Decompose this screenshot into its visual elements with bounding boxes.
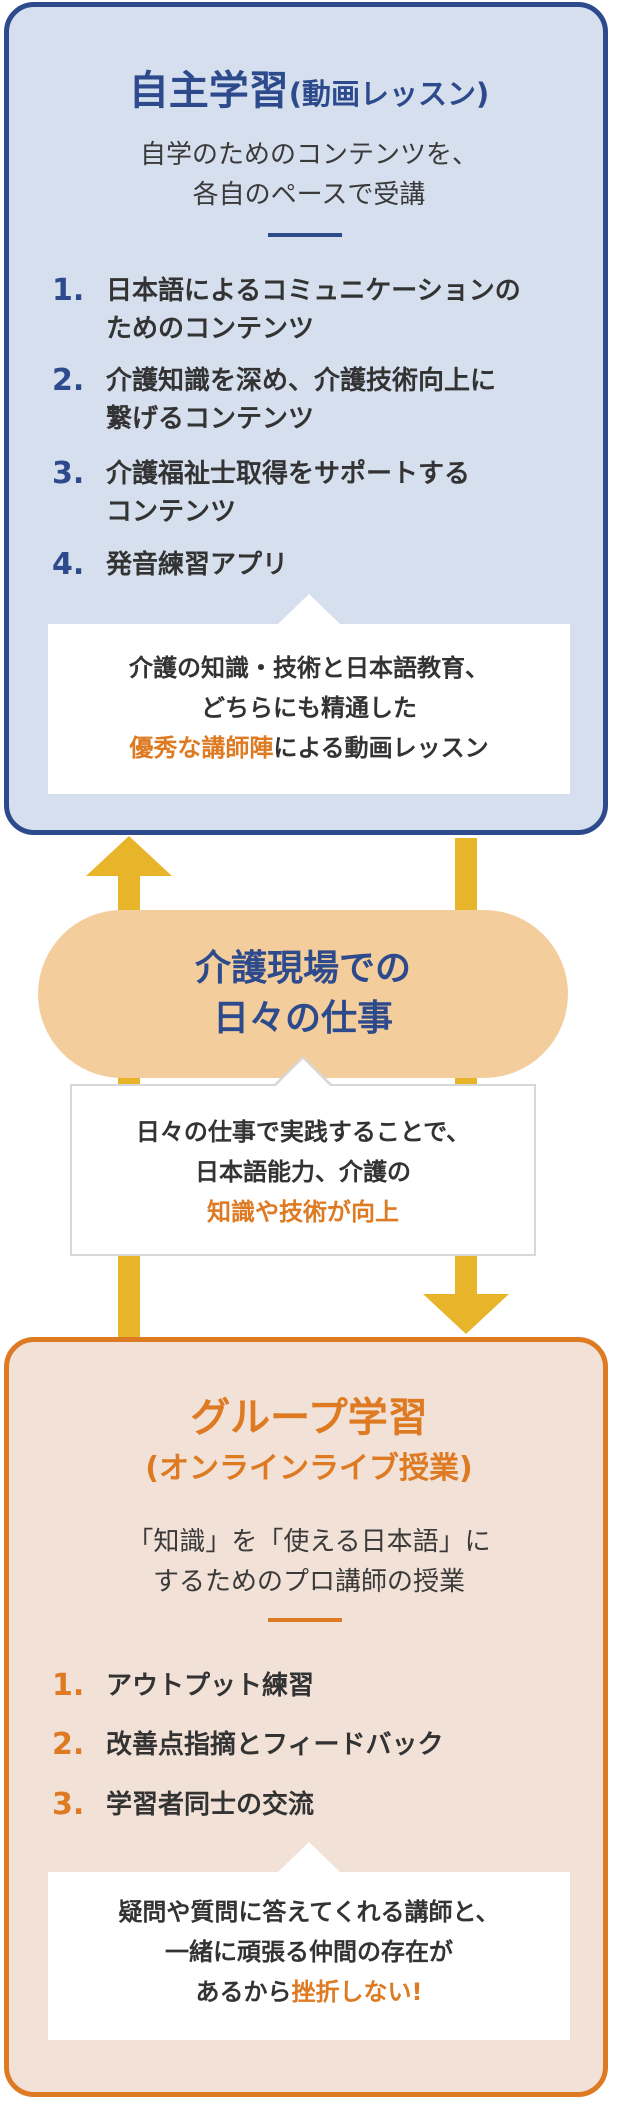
- self-study-callout: 介護の知識・技術と日本語教育、 どちらにも精通した 優秀な講師陣による動画レッス…: [48, 594, 570, 794]
- self-study-subtitle: 自学のためのコンテンツを、 各自のペースで受講: [0, 135, 618, 215]
- callout-line1: 介護の知識・技術と日本語教育、: [129, 654, 489, 682]
- daily-work-title: 介護現場での 日々の仕事: [195, 944, 411, 1044]
- self-study-title-main: 自主学習: [128, 68, 289, 114]
- up-arrow-icon: [86, 836, 172, 876]
- item-number: 3.: [52, 456, 85, 491]
- item-text-line1: 介護知識を深め、介護技術向上に: [106, 366, 497, 396]
- item-number: 4.: [52, 547, 85, 582]
- item-text: 介護知識を深め、介護技術向上に 繋げるコンテンツ: [106, 362, 616, 438]
- callout-line3: あるから挫折しない!: [48, 1972, 570, 2012]
- callout-highlight: 知識や技術が向上: [207, 1198, 399, 1226]
- item-text: 改善点指摘とフィードバック: [106, 1730, 444, 1760]
- callout-line3: 知識や技術が向上: [72, 1192, 534, 1232]
- self-study-subtitle-line2: 各自のペースで受講: [192, 180, 426, 210]
- group-study-subtitle-line1: 「知識」を「使える日本語」に: [127, 1527, 491, 1557]
- group-study-title: グループ学習: [190, 1395, 428, 1441]
- group-study-subtitle-line2: するためのプロ講師の授業: [152, 1567, 465, 1597]
- callout-line1: 疑問や質問に答えてくれる講師と、: [118, 1898, 500, 1926]
- callout-highlight: 挫折しない!: [291, 1978, 423, 2006]
- item-text-line2: コンテンツ: [106, 497, 237, 527]
- callout-highlight: 優秀な講師陣: [129, 734, 274, 762]
- item-text-line1: 日本語によるコミュニケーションの: [106, 276, 521, 306]
- callout-line2: 日本語能力、介護の: [195, 1158, 411, 1186]
- item-number: 3.: [52, 1787, 85, 1822]
- daily-work-title-line2: 日々の仕事: [212, 998, 393, 1039]
- item-number: 1.: [52, 273, 85, 308]
- item-text: アウトプット練習: [106, 1671, 315, 1701]
- self-study-title-paren: (動画レッスン): [288, 77, 490, 111]
- callout-line1: 日々の仕事で実践することで、: [135, 1118, 471, 1146]
- group-study-divider: [268, 1618, 342, 1622]
- item-number: 1.: [52, 1668, 85, 1703]
- item-text: 発音練習アプリ: [106, 546, 616, 584]
- item-text: 日本語によるコミュニケーションの ためのコンテンツ: [106, 272, 616, 348]
- callout-line3-pre: あるから: [195, 1978, 292, 2006]
- callout-line3-rest: による動画レッスン: [273, 734, 489, 762]
- self-study-title: 自主学習(動画レッスン): [0, 58, 618, 116]
- callout-line3: 優秀な講師陣による動画レッスン: [48, 728, 570, 768]
- group-study-title-paren: (オンラインライブ授業): [145, 1451, 473, 1486]
- callout-line2: 一緒に頑張る仲間の存在が: [165, 1938, 453, 1966]
- item-number: 2.: [52, 1727, 85, 1762]
- item-text: 介護福祉士取得をサポートする コンテンツ: [106, 455, 616, 531]
- item-text-line2: ためのコンテンツ: [106, 314, 315, 344]
- item-text-line1: 発音練習アプリ: [106, 550, 289, 580]
- self-study-subtitle-line1: 自学のためのコンテンツを、: [139, 140, 478, 170]
- daily-work-pill: 介護現場での 日々の仕事: [38, 910, 568, 1078]
- group-study-callout: 疑問や質問に答えてくれる講師と、 一緒に頑張る仲間の存在が あるから挫折しない!: [48, 1842, 570, 2040]
- item-number: 2.: [52, 363, 85, 398]
- daily-work-callout: 日々の仕事で実践することで、 日本語能力、介護の 知識や技術が向上: [70, 1056, 536, 1256]
- daily-work-title-line1: 介護現場での: [194, 948, 411, 989]
- down-arrow-icon: [423, 1294, 509, 1334]
- self-study-divider: [268, 233, 342, 237]
- item-text-line1: 介護福祉士取得をサポートする: [106, 459, 471, 489]
- callout-line2: どちらにも精通した: [201, 694, 417, 722]
- group-study-subtitle: 「知識」を「使える日本語」に するためのプロ講師の授業: [0, 1522, 618, 1602]
- item-text: 学習者同士の交流: [106, 1790, 315, 1820]
- item-text-line2: 繋げるコンテンツ: [106, 404, 315, 434]
